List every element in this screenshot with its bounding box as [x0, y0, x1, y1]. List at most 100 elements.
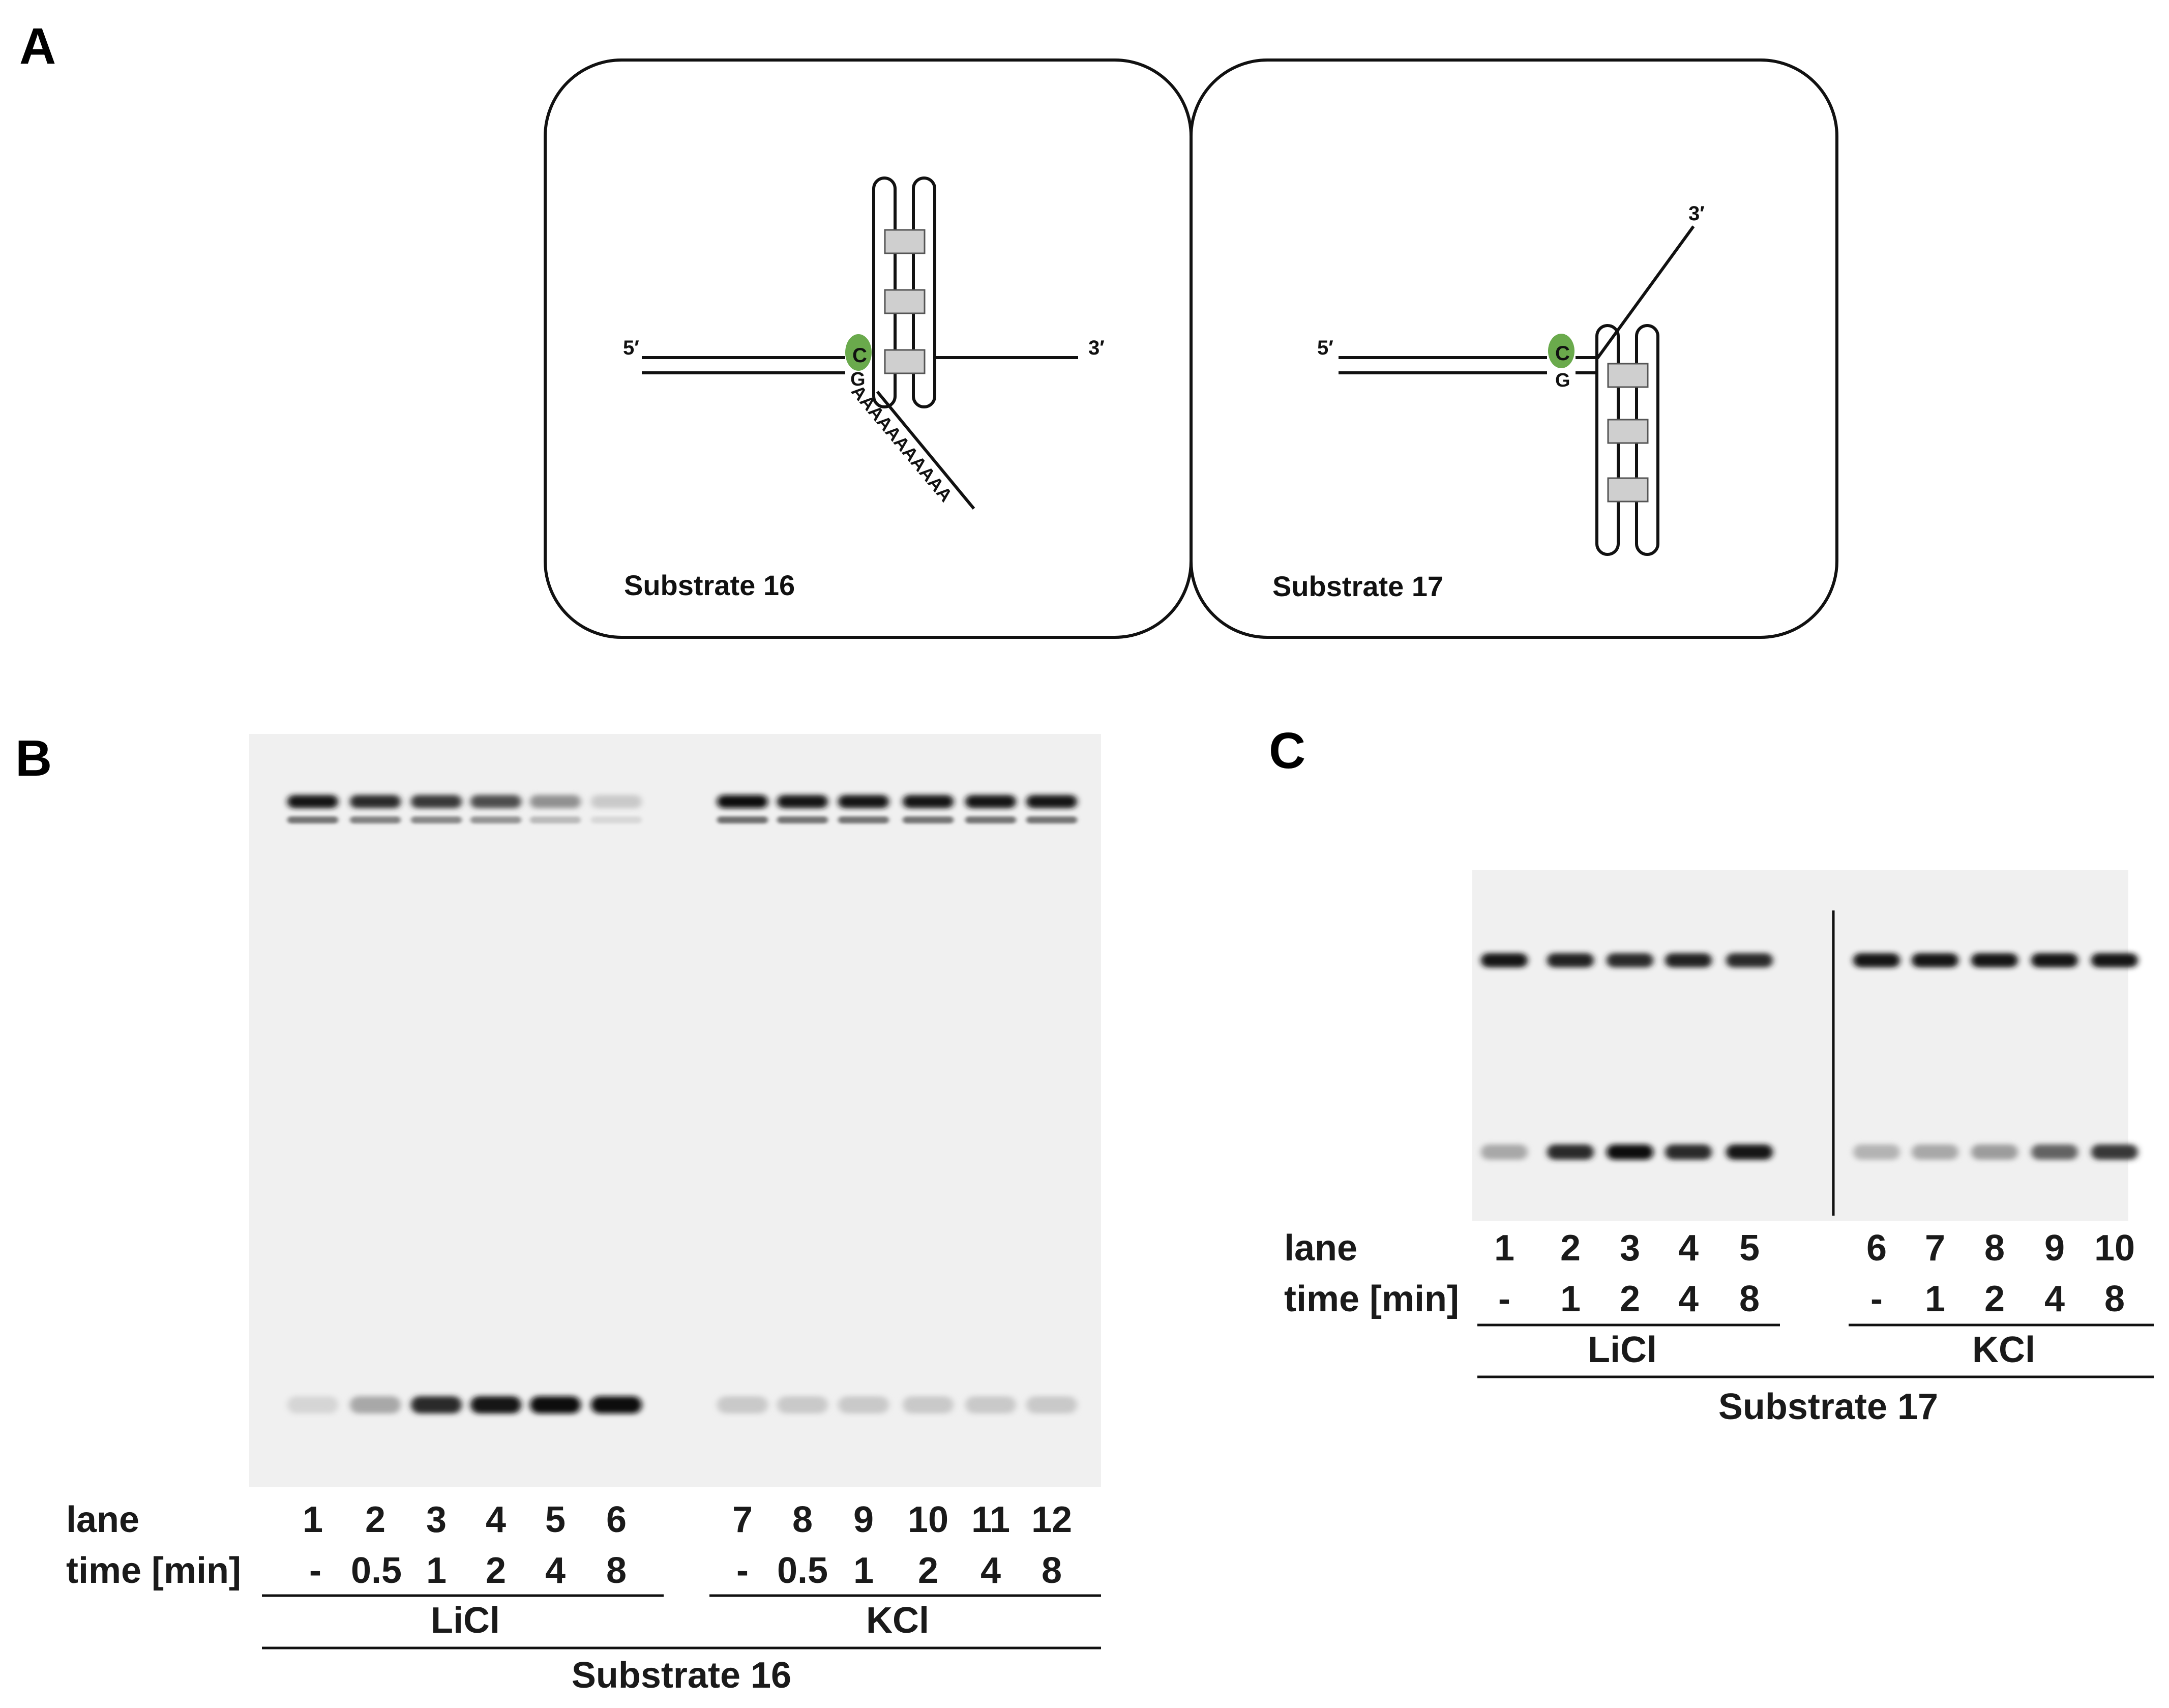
time-value: 2	[1984, 1279, 2005, 1319]
substrate-label: Substrate 17	[1718, 1387, 1938, 1427]
time-value: 1	[1925, 1279, 1945, 1319]
lane-number: 4	[1678, 1228, 1699, 1269]
substrate17-title: Substrate 17	[1272, 570, 1443, 602]
gel-band	[777, 1396, 828, 1413]
lane-number: 10	[2094, 1228, 2135, 1269]
gel-band	[777, 816, 828, 823]
lane-number: 1	[303, 1499, 323, 1540]
gel-band	[2091, 1144, 2138, 1160]
gel-band	[2031, 1144, 2078, 1160]
gel-band	[1971, 953, 2018, 967]
row-label-lane: lane	[66, 1499, 139, 1540]
substrate17-box	[1190, 58, 1838, 639]
time-value: 0.5	[777, 1550, 828, 1591]
gel-band	[965, 1396, 1016, 1413]
substrate17-5prime: 5′	[1317, 337, 1333, 359]
gel-band	[1971, 1144, 2018, 1160]
gel-band	[1547, 953, 1594, 967]
gel-band	[717, 795, 768, 808]
group-label-kcl: KCl	[866, 1600, 929, 1641]
gel-band	[838, 1396, 889, 1413]
gel-band	[530, 1396, 581, 1413]
substrate16-polya: AAAAAAAAAAA	[847, 381, 957, 506]
panel-b-label: B	[15, 730, 52, 787]
panel-c-label: C	[1269, 722, 1305, 779]
time-value: -	[309, 1550, 321, 1591]
gel-c-legend: lane time [min] 1 2 3 4 5 6 7 8 9 10 - 1…	[1284, 1228, 2154, 1427]
gel-band	[2091, 953, 2138, 967]
gel-band	[2031, 953, 2078, 967]
substrate16-base-c: C	[852, 344, 867, 367]
gel-band	[1607, 953, 1653, 967]
gel-band	[350, 795, 401, 808]
gel-band	[965, 795, 1016, 808]
time-value: 8	[1042, 1550, 1062, 1591]
substrate16-base-g: G	[850, 369, 866, 390]
gel-band	[287, 1396, 338, 1413]
gel-band	[287, 816, 338, 823]
time-value: 1	[426, 1550, 447, 1591]
gel-band	[1481, 953, 1528, 967]
gel-band	[470, 795, 521, 808]
lane-number: 8	[1984, 1228, 2005, 1269]
substrate16-title: Substrate 16	[624, 569, 795, 601]
gel-band	[1912, 1144, 1958, 1160]
lane-number: 1	[1494, 1228, 1514, 1269]
gel-band	[965, 816, 1016, 823]
lane-number: 3	[426, 1499, 447, 1540]
row-label-time: time [min]	[1284, 1279, 1459, 1319]
gel-band	[1026, 795, 1077, 808]
substrate-label: Substrate 16	[572, 1655, 791, 1696]
lane-number: 11	[971, 1499, 1010, 1540]
time-value: 2	[918, 1550, 938, 1591]
gel-band	[350, 816, 401, 823]
lane-number: 7	[732, 1499, 753, 1540]
gel-band	[838, 816, 889, 823]
lane-number: 10	[908, 1499, 948, 1540]
lane-number: 6	[606, 1499, 627, 1540]
gel-band	[777, 795, 828, 808]
time-value: 4	[1678, 1279, 1699, 1319]
gel-band	[1912, 953, 1958, 967]
lane-number: 3	[1620, 1228, 1640, 1269]
gel-band	[591, 1396, 642, 1413]
gel-band	[903, 1396, 954, 1413]
lane-number: 8	[792, 1499, 813, 1540]
gel-band	[1026, 816, 1077, 823]
gel-band	[1481, 1144, 1528, 1160]
gel-band	[903, 795, 954, 808]
gel-band	[411, 1396, 462, 1413]
time-value: 1	[853, 1550, 874, 1591]
time-value: 4	[980, 1550, 1001, 1591]
time-value: -	[1498, 1279, 1510, 1319]
time-value: 0.5	[351, 1550, 402, 1591]
lane-number: 2	[1560, 1228, 1581, 1269]
lane-number: 2	[365, 1499, 385, 1540]
gel-band	[350, 1396, 401, 1413]
gel-band	[1547, 1144, 1594, 1160]
lane-number: 5	[1739, 1228, 1760, 1269]
gel-band	[717, 1396, 768, 1413]
time-value: 4	[2044, 1279, 2065, 1319]
gel-band	[1853, 1144, 1900, 1160]
lane-number: 6	[1866, 1228, 1887, 1269]
gel-band	[287, 795, 338, 808]
gel-band	[1853, 953, 1900, 967]
time-value: 8	[1739, 1279, 1760, 1319]
gel-band	[411, 795, 462, 808]
time-value: 4	[545, 1550, 566, 1591]
lane-number: 7	[1925, 1228, 1945, 1269]
time-value: 1	[1560, 1279, 1581, 1319]
substrate16-schematic: C G 5′ 3′ AAAAAAAAAAA Substrate 16	[544, 58, 1193, 639]
time-value: -	[736, 1550, 749, 1591]
time-value: -	[1870, 1279, 1883, 1319]
gel-band	[1607, 1144, 1653, 1160]
gel-b	[249, 734, 1101, 1487]
gel-b-legend: lane time [min] 1 2 3 4 5 6 7 8 9 10 11 …	[66, 1499, 1101, 1696]
gel-band	[717, 816, 768, 823]
panel-a-label: A	[19, 18, 56, 75]
gel-band	[411, 816, 462, 823]
substrate17-schematic: C G 5′ 3′ Substrate 17	[1190, 58, 1838, 639]
gel-band	[591, 795, 642, 808]
